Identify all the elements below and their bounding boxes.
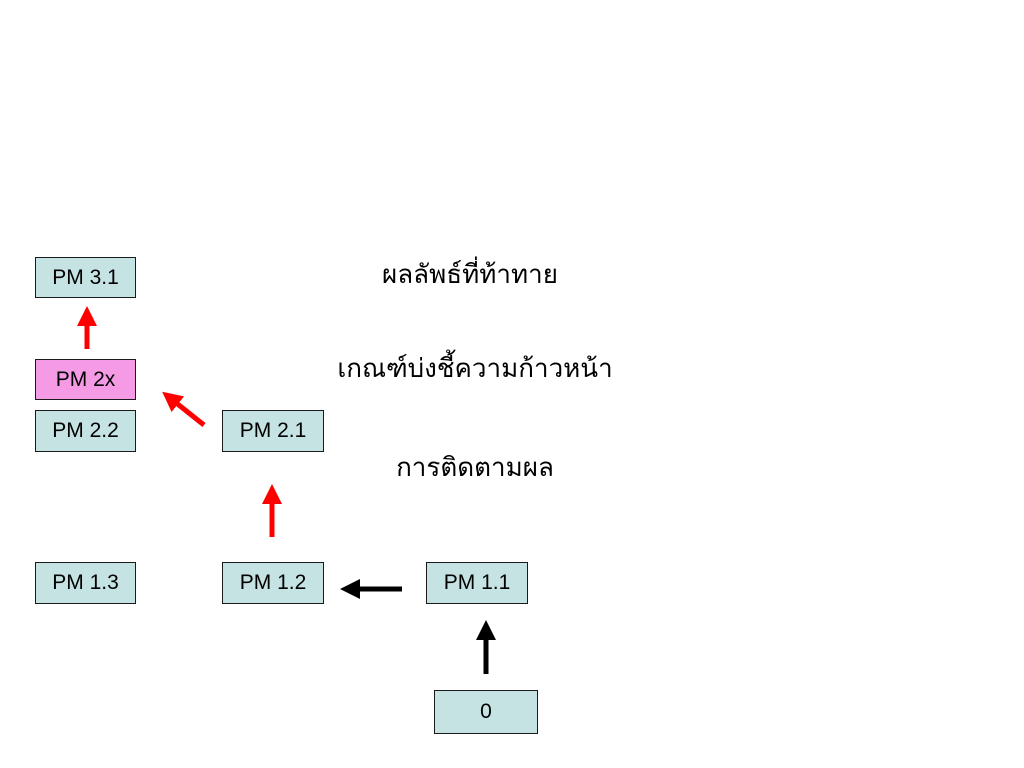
box-start-zero: 0: [434, 690, 538, 734]
box-pm-2x: PM 2x: [35, 359, 136, 400]
box-pm-1-2: PM 1.2: [222, 562, 324, 604]
arrow-pm-2-1-to-pm-2x: [162, 391, 206, 427]
box-pm-2-2: PM 2.2: [35, 410, 136, 452]
box-pm-1-1: PM 1.1: [426, 562, 528, 604]
label-indicator: เกณฑ์บ่งชี้ความก้าวหน้า: [337, 354, 613, 384]
label-monitoring: การติดตามผล: [396, 453, 554, 483]
label-outcome: ผลลัพธ์ที่ท้าทาย: [382, 260, 558, 290]
box-pm-1-3: PM 1.3: [35, 562, 136, 604]
box-pm-3-1: PM 3.1: [35, 257, 136, 298]
box-pm-2-1: PM 2.1: [222, 410, 324, 452]
